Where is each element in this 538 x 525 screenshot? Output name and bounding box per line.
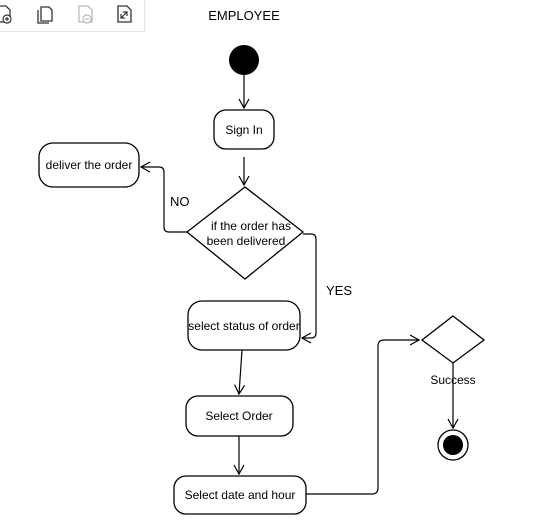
select-status-label: select status of order [188,319,299,333]
select-date-node[interactable] [173,475,307,515]
yes-label: YES [326,283,352,298]
sign-in-label: Sign In [225,123,262,137]
end-node-core [443,435,463,455]
select-status-node[interactable] [187,300,301,351]
edge-no [139,161,187,233]
sign-in-node[interactable] [213,109,275,150]
copy-page-icon[interactable] [34,3,56,25]
add-page-icon[interactable] [0,3,14,25]
edge-date-success [306,334,421,495]
expand-icon[interactable] [113,3,135,25]
decision-node[interactable] [185,186,305,280]
start-node[interactable] [229,45,259,75]
edge-yes [300,233,317,344]
remove-page-icon[interactable] [74,3,96,25]
diagram-title: EMPLOYEE [208,8,280,23]
edge-status-order [234,349,246,396]
deliver-label: deliver the order [46,158,133,172]
select-date-label: Select date and hour [185,488,296,502]
no-label: NO [170,194,190,209]
decision-label-line2: been delivered [207,234,286,248]
select-order-label: Select Order [205,409,272,423]
success-decision-node[interactable] [420,315,486,364]
toolbar [0,0,145,32]
decision-label-line1: if the order has [211,219,291,233]
deliver-node[interactable] [38,142,140,188]
